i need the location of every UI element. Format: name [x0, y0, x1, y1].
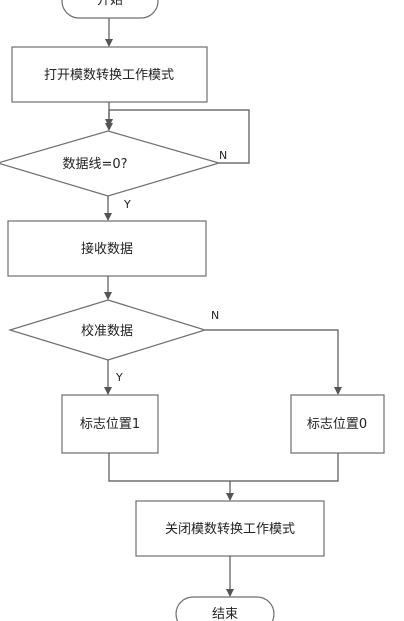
check-yes-label: Y	[123, 198, 131, 211]
edge-flags-merge	[108, 453, 339, 482]
check-line-label: 数据线=0?	[62, 157, 127, 172]
flag1-label: 标志位置1	[80, 417, 140, 432]
close-adc-label: 关闭模数转换工作模式	[165, 522, 295, 537]
flag0-label: 标志位置0	[307, 417, 367, 432]
end-label: 结束	[212, 607, 238, 621]
open-adc-label: 打开模数转换工作模式	[44, 68, 174, 83]
edge-check-no-loop	[105, 109, 250, 164]
start-node: 开始	[61, 0, 159, 19]
open-adc-node: 打开模数转换工作模式	[11, 46, 208, 103]
verify-decision: 校准数据	[7, 299, 208, 361]
receive-label: 接收数据	[81, 241, 133, 257]
verify-label: 校准数据	[81, 323, 133, 339]
start-label: 开始	[97, 0, 123, 8]
flag1-node: 标志位置1	[61, 394, 159, 454]
edge-verify-no-to-flag0	[205, 329, 342, 395]
flag0-node: 标志位置0	[290, 394, 385, 454]
close-adc-node: 关闭模数转换工作模式	[135, 500, 325, 557]
receive-node: 接收数据	[7, 220, 207, 277]
check-line-decision: 数据线=0?	[0, 130, 222, 197]
check-no-label: N	[219, 149, 227, 162]
verify-yes-label: Y	[115, 371, 123, 384]
end-node: 结束	[175, 596, 275, 621]
verify-no-label: N	[211, 309, 219, 322]
